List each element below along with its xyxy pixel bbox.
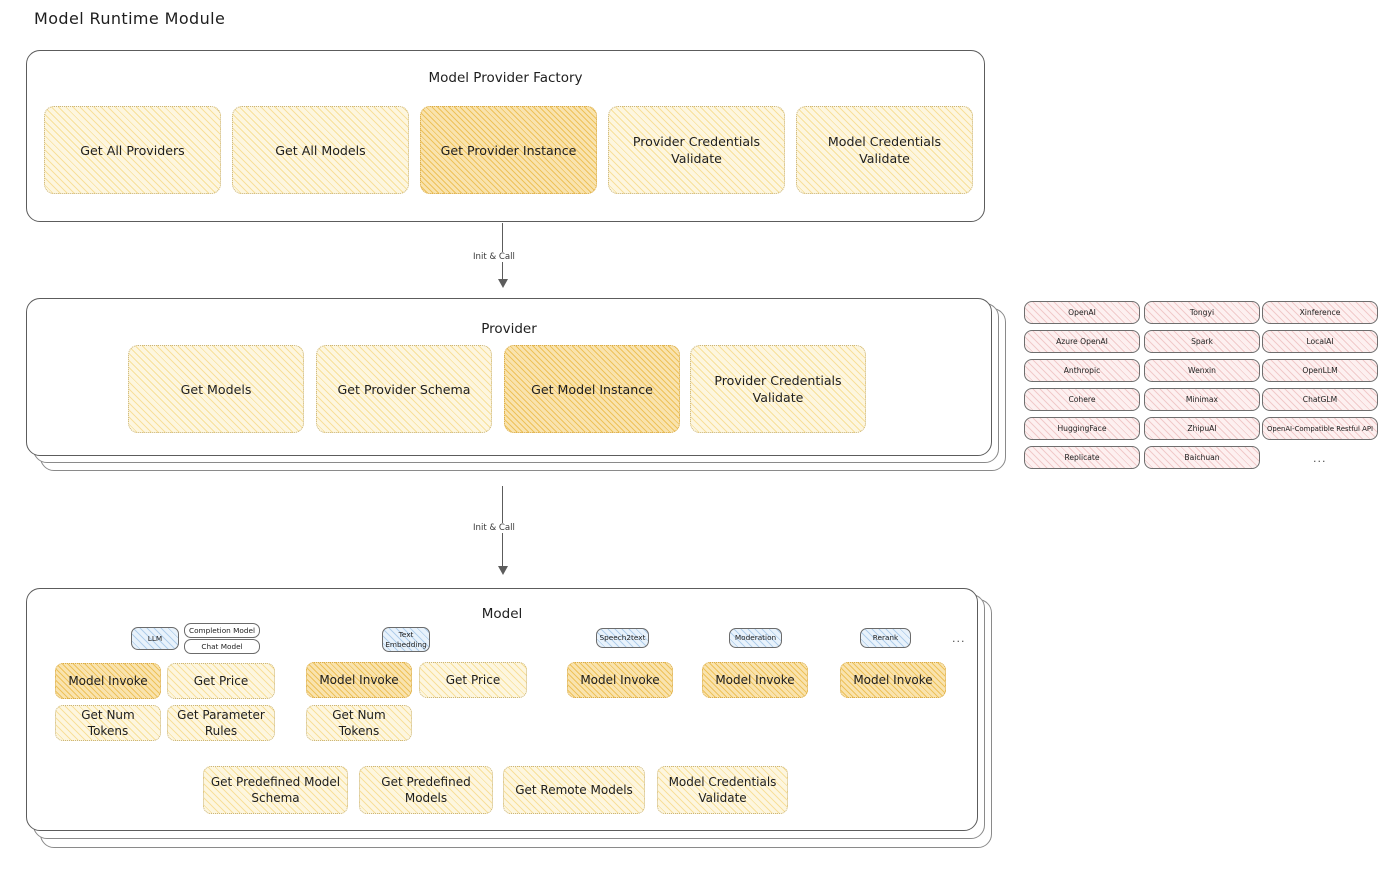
model-method-moderation-model-invoke[interactable]: Model Invoke — [702, 662, 808, 698]
factory-method-get-all-models[interactable]: Get All Models — [232, 106, 409, 194]
model-method-llm-get-num-tokens[interactable]: Get Num Tokens — [55, 705, 161, 741]
factory-method-get-all-providers[interactable]: Get All Providers — [44, 106, 221, 194]
model-common-method-get-predefined-models[interactable]: Get Predefined Models — [359, 766, 493, 814]
provider-chip-openai[interactable]: OpenAI — [1024, 301, 1140, 324]
model-heading: Model — [481, 606, 523, 622]
provider-chip-zhipuai[interactable]: ZhipuAI — [1144, 417, 1260, 440]
arrow-provider-to-model-head — [498, 566, 508, 575]
provider-list-more-ellipsis: ... — [1313, 452, 1327, 465]
model-types-more-ellipsis: ... — [952, 632, 966, 645]
provider-chip-cohere[interactable]: Cohere — [1024, 388, 1140, 411]
model-method-rerank-model-invoke[interactable]: Model Invoke — [840, 662, 946, 698]
provider-heading: Provider — [481, 321, 537, 337]
provider-method-get-provider-schema[interactable]: Get Provider Schema — [316, 345, 492, 433]
provider-chip-chatglm[interactable]: ChatGLM — [1262, 388, 1378, 411]
factory-method-model-credentials-validate[interactable]: Model Credentials Validate — [796, 106, 973, 194]
provider-chip-replicate[interactable]: Replicate — [1024, 446, 1140, 469]
model-method-text-embedding-model-invoke[interactable]: Model Invoke — [306, 662, 412, 698]
model-type-badge-llm[interactable]: LLM — [131, 627, 179, 650]
provider-chip-localai[interactable]: LocalAI — [1262, 330, 1378, 353]
provider-chip-baichuan[interactable]: Baichuan — [1144, 446, 1260, 469]
model-common-method-model-credentials-validate[interactable]: Model Credentials Validate — [657, 766, 788, 814]
arrow-provider-to-model-label: Init & Call — [470, 523, 518, 533]
provider-method-get-model-instance[interactable]: Get Model Instance — [504, 345, 680, 433]
provider-chip-tongyi[interactable]: Tongyi — [1144, 301, 1260, 324]
model-type-badge-rerank[interactable]: Rerank — [860, 628, 911, 648]
provider-chip-spark[interactable]: Spark — [1144, 330, 1260, 353]
model-type-badge-text-embedding[interactable]: Text Embedding — [382, 627, 430, 652]
factory-method-get-provider-instance[interactable]: Get Provider Instance — [420, 106, 597, 194]
model-method-llm-get-price[interactable]: Get Price — [167, 663, 275, 699]
provider-chip-openllm[interactable]: OpenLLM — [1262, 359, 1378, 382]
model-method-text-embedding-get-num-tokens[interactable]: Get Num Tokens — [306, 705, 412, 741]
provider-chip-wenxin[interactable]: Wenxin — [1144, 359, 1260, 382]
model-method-llm-model-invoke[interactable]: Model Invoke — [55, 663, 161, 699]
provider-chip-anthropic[interactable]: Anthropic — [1024, 359, 1140, 382]
model-common-method-get-remote-models[interactable]: Get Remote Models — [503, 766, 645, 814]
factory-method-provider-credentials-validate[interactable]: Provider Credentials Validate — [608, 106, 785, 194]
provider-method-provider-credentials-validate[interactable]: Provider Credentials Validate — [690, 345, 866, 433]
provider-method-get-models[interactable]: Get Models — [128, 345, 304, 433]
arrow-factory-to-provider-label: Init & Call — [470, 252, 518, 262]
page-title: Model Runtime Module — [34, 9, 226, 28]
provider-chip-huggingface[interactable]: HuggingFace — [1024, 417, 1140, 440]
model-type-badge-moderation[interactable]: Moderation — [729, 628, 782, 648]
arrow-factory-to-provider-head — [498, 279, 508, 288]
provider-chip-minimax[interactable]: Minimax — [1144, 388, 1260, 411]
factory-heading: Model Provider Factory — [428, 70, 583, 86]
provider-chip-azure-openai[interactable]: Azure OpenAI — [1024, 330, 1140, 353]
model-method-llm-get-parameter-rules[interactable]: Get Parameter Rules — [167, 705, 275, 741]
model-type-badge-speech2text[interactable]: Speech2text — [596, 628, 649, 648]
model-method-speech2text-model-invoke[interactable]: Model Invoke — [567, 662, 673, 698]
provider-chip-xinference[interactable]: Xinference — [1262, 301, 1378, 324]
model-common-method-get-predefined-model-schema[interactable]: Get Predefined Model Schema — [203, 766, 348, 814]
model-subtype-badge-completion-model[interactable]: Completion Model — [184, 623, 260, 638]
model-subtype-badge-chat-model[interactable]: Chat Model — [184, 639, 260, 654]
model-method-text-embedding-get-price[interactable]: Get Price — [419, 662, 527, 698]
provider-chip-openai-compatible-restful-api[interactable]: OpenAI-Compatible Restful API — [1262, 417, 1378, 440]
